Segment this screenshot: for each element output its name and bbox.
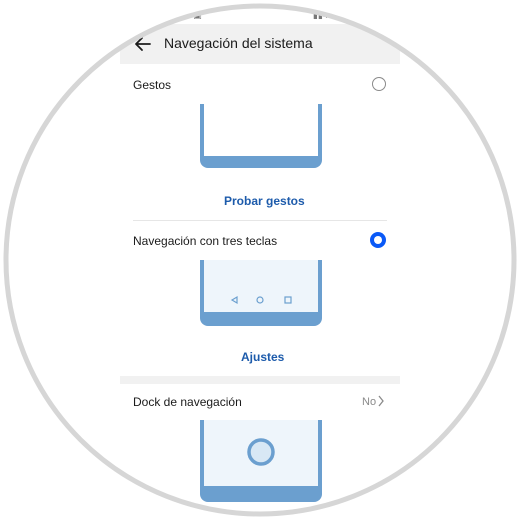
gestures-illustration bbox=[200, 104, 322, 168]
option-three-keys-radio[interactable] bbox=[370, 232, 386, 248]
three-keys-illustration-bar bbox=[204, 312, 318, 322]
dock-navigation-label[interactable]: Dock de navegación bbox=[133, 395, 242, 409]
back-arrow-icon[interactable] bbox=[132, 33, 154, 55]
dock-button-icon bbox=[247, 438, 275, 466]
page-title: Navegación del sistema bbox=[164, 35, 313, 51]
option-gestures-label[interactable]: Gestos bbox=[133, 78, 172, 92]
app-bar: Navegación del sistema bbox=[120, 24, 400, 64]
dock-illustration bbox=[200, 420, 322, 502]
section-separator bbox=[120, 376, 400, 384]
option-three-keys-label[interactable]: Navegación con tres teclas bbox=[133, 234, 278, 248]
three-keys-illustration bbox=[200, 260, 322, 326]
status-icons-right: ▮▮40 bbox=[313, 10, 333, 20]
status-icons-left: ◦ ▲ ▣ bbox=[172, 10, 203, 20]
settings-link[interactable]: Ajustes bbox=[241, 350, 285, 364]
chevron-right-icon[interactable] bbox=[377, 394, 385, 413]
dock-illustration-bar bbox=[204, 486, 318, 498]
dock-navigation-value[interactable]: No bbox=[362, 396, 377, 408]
nav-keys-icons bbox=[230, 295, 292, 305]
option-gestures-radio[interactable] bbox=[372, 77, 386, 91]
divider bbox=[133, 220, 387, 221]
try-gestures-link[interactable]: Probar gestos bbox=[224, 194, 305, 208]
gestures-illustration-bar bbox=[204, 156, 318, 164]
